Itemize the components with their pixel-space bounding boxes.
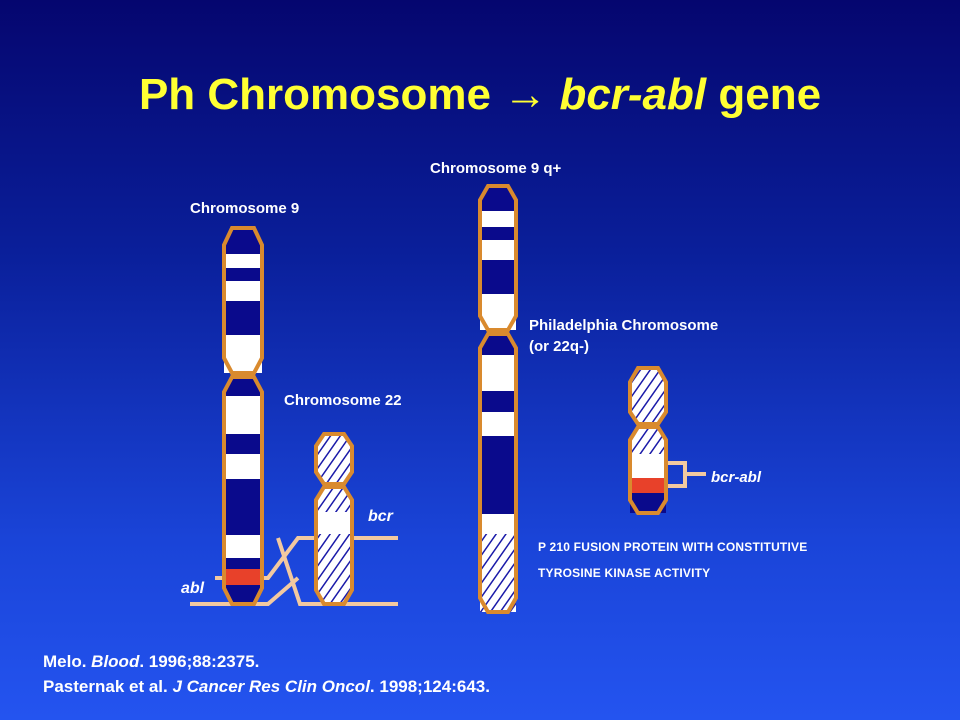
title-suffix: gene: [706, 70, 822, 119]
chromosome-9-q-arm: [222, 375, 264, 606]
label-protein-line2: TYROSINE KINASE ACTIVITY: [538, 566, 711, 580]
label-bcr-abl: bcr-abl: [711, 469, 762, 486]
label-chromosome-22: Chromosome 22: [284, 392, 402, 409]
label-chromosome-9q: Chromosome 9 q+: [430, 160, 562, 177]
bcr-region: [316, 512, 352, 534]
reference-2-citation: . 1998;124:643.: [369, 677, 490, 696]
label-chromosome-9: Chromosome 9: [190, 200, 300, 217]
label-philadelphia-line1: Philadelphia Chromosome: [529, 317, 719, 334]
title-prefix: Ph Chromosome →: [138, 70, 560, 119]
reference-2-journal: J Cancer Res Clin Oncol: [172, 677, 370, 696]
translocated-22-segment: [480, 534, 516, 612]
abl-gene-marker: [224, 569, 262, 585]
bcr-abl-bracket: [668, 461, 706, 488]
reference-2-author: Pasternak et al.: [43, 677, 173, 696]
line-bcr-lower: [276, 537, 398, 606]
reference-1-journal: Blood: [91, 652, 140, 671]
bcr-abl-fusion-marker: [630, 478, 666, 493]
chromosome-9q-p-arm: [478, 184, 518, 332]
chromosome-22-q-arm: [314, 485, 354, 606]
philadelphia-chromosome: [628, 366, 706, 515]
label-protein-line1: P 210 FUSION PROTEIN WITH CONSTITUTIVE: [538, 540, 808, 554]
label-philadelphia-line2: (or 22q-): [529, 338, 589, 355]
chromosome-22-p-arm: [314, 432, 354, 486]
chromosome-9q-plus: [478, 184, 518, 614]
line-abl-lower: [190, 576, 300, 606]
translocation-lines: [190, 536, 398, 606]
reference-1: Melo. Blood. 1996;88:2375.: [43, 652, 259, 672]
chromosome-9q-q-arm: [478, 332, 518, 614]
philadelphia-q-arm: [628, 425, 668, 515]
reference-1-citation: . 1996;88:2375.: [139, 652, 260, 671]
label-bcr: bcr: [368, 508, 393, 525]
philadelphia-p-arm: [628, 366, 668, 426]
chromosome-9: [222, 226, 264, 606]
label-abl: abl: [181, 580, 205, 597]
chromosome-9-p-arm: [222, 226, 264, 375]
title-gene: bcr-abl: [559, 70, 707, 119]
reference-2: Pasternak et al. J Cancer Res Clin Oncol…: [43, 677, 490, 697]
chromosome-22: [314, 432, 354, 606]
slide-title: Ph Chromosome → bcr-abl gene: [0, 70, 960, 120]
reference-1-author: Melo.: [43, 652, 92, 671]
